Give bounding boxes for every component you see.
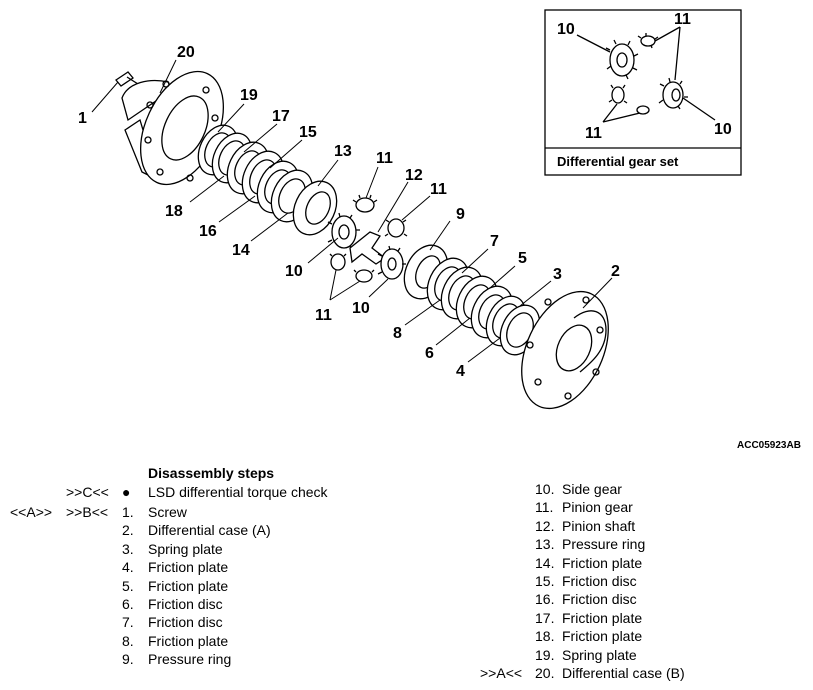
inset-callout: 11 bbox=[585, 125, 602, 142]
step-number: 9. bbox=[122, 651, 134, 668]
step-number: 7. bbox=[122, 614, 134, 631]
step-text: Friction disc bbox=[148, 614, 223, 631]
step-number: 15. bbox=[535, 573, 555, 589]
callout: 4 bbox=[456, 363, 465, 380]
pinion-gear-right bbox=[384, 218, 408, 238]
callout: 2 bbox=[611, 263, 620, 280]
step-number: 18. bbox=[535, 628, 555, 645]
step-text: Pinion shaft bbox=[562, 517, 636, 534]
inset-callout: 11 bbox=[674, 11, 691, 28]
step-text: Spring plate bbox=[562, 646, 637, 663]
step-pre-marker: <<A>> bbox=[10, 504, 53, 520]
callout: 14 bbox=[232, 242, 250, 259]
step-number: 10. bbox=[535, 481, 555, 497]
step-number: 1. bbox=[122, 504, 134, 520]
callout: 3 bbox=[553, 266, 562, 283]
step-text: Friction disc bbox=[562, 591, 637, 608]
side-gear-right bbox=[377, 245, 406, 280]
step-text: Friction plate bbox=[562, 609, 643, 626]
callout: 6 bbox=[425, 345, 434, 362]
inset-side-gear-top bbox=[605, 39, 639, 80]
inset-side-gear-right bbox=[658, 77, 688, 110]
pinion-gear-top bbox=[352, 194, 378, 213]
step-number: 16. bbox=[535, 591, 555, 608]
step-text: Pressure ring bbox=[148, 651, 232, 668]
pressure-ring-13 bbox=[292, 180, 338, 236]
step-text: Pinion gear bbox=[562, 499, 633, 516]
step-number: 20. bbox=[535, 665, 555, 681]
step-text: Friction plate bbox=[562, 554, 643, 571]
callout: 19 bbox=[240, 87, 258, 104]
step-number: 17. bbox=[535, 609, 555, 626]
callout: 17 bbox=[272, 108, 290, 125]
callout: 1 bbox=[78, 110, 87, 127]
callout: 16 bbox=[199, 223, 217, 240]
step-text: Friction disc bbox=[562, 573, 637, 589]
step-number: 8. bbox=[122, 632, 134, 649]
step-marker: >>B<< bbox=[66, 504, 109, 520]
callout: 13 bbox=[334, 143, 352, 160]
callout: 20 bbox=[177, 44, 195, 61]
step-text: Screw bbox=[148, 504, 187, 520]
step-text: Differential case (B) bbox=[562, 665, 685, 681]
step-number: 5. bbox=[122, 577, 134, 594]
step-text: Side gear bbox=[562, 481, 622, 497]
exploded-diagram: 10 11 11 10 20 19 17 15 13 11 12 11 9 7 … bbox=[78, 9, 742, 410]
case-a-part bbox=[521, 290, 609, 410]
step-number: 2. bbox=[122, 522, 134, 539]
step-text: Differential case (A) bbox=[148, 522, 271, 539]
callout: 10 bbox=[352, 300, 370, 317]
step-number: 12. bbox=[535, 517, 555, 534]
callout: 9 bbox=[456, 206, 465, 223]
pinion-gear-bottom bbox=[329, 253, 347, 271]
side-gear-left bbox=[327, 212, 360, 250]
callout: 15 bbox=[299, 124, 317, 141]
bullet-icon: ● bbox=[122, 484, 131, 500]
check-marker: >>C<< bbox=[66, 484, 109, 500]
callout: 12 bbox=[405, 167, 423, 184]
step-text: Spring plate bbox=[148, 540, 223, 557]
step-number: 4. bbox=[122, 559, 134, 576]
inset-callout: 10 bbox=[557, 21, 575, 38]
step-text: Friction plate bbox=[562, 628, 643, 645]
step-number: 14. bbox=[535, 554, 555, 571]
step-text: Pressure ring bbox=[562, 536, 646, 553]
step-number: 3. bbox=[122, 540, 134, 557]
pinion-gear-bottom-2 bbox=[353, 269, 375, 283]
step-text: Friction plate bbox=[148, 577, 229, 594]
check-text: LSD differential torque check bbox=[148, 484, 328, 500]
step-text: Friction plate bbox=[148, 559, 229, 576]
callout: 18 bbox=[165, 203, 183, 220]
callout: 5 bbox=[518, 250, 527, 267]
step-text: Friction disc bbox=[148, 596, 223, 612]
steps-title: Disassembly steps bbox=[148, 465, 275, 481]
step-marker: >>A<< bbox=[480, 665, 523, 681]
callout: 10 bbox=[285, 263, 303, 280]
step-number: 11. bbox=[535, 499, 554, 516]
inset-callout: 10 bbox=[714, 121, 732, 138]
step-number: 19. bbox=[535, 646, 555, 663]
callout: 11 bbox=[376, 150, 393, 167]
callout: 11 bbox=[315, 307, 332, 324]
inset-pinion-top bbox=[637, 33, 659, 49]
callout: 11 bbox=[430, 181, 447, 198]
step-number: 6. bbox=[122, 596, 134, 612]
inset-pinion-small bbox=[636, 105, 650, 115]
callout: 8 bbox=[393, 325, 402, 342]
figure-code: ACC05923AB bbox=[737, 440, 801, 451]
step-number: 13. bbox=[535, 536, 555, 553]
inset-caption: Differential gear set bbox=[557, 154, 679, 169]
inset-pinion-bottom bbox=[608, 84, 628, 104]
check-row: >>C<< bbox=[66, 483, 109, 501]
callout: 7 bbox=[490, 233, 499, 250]
step-text: Friction plate bbox=[148, 632, 229, 649]
